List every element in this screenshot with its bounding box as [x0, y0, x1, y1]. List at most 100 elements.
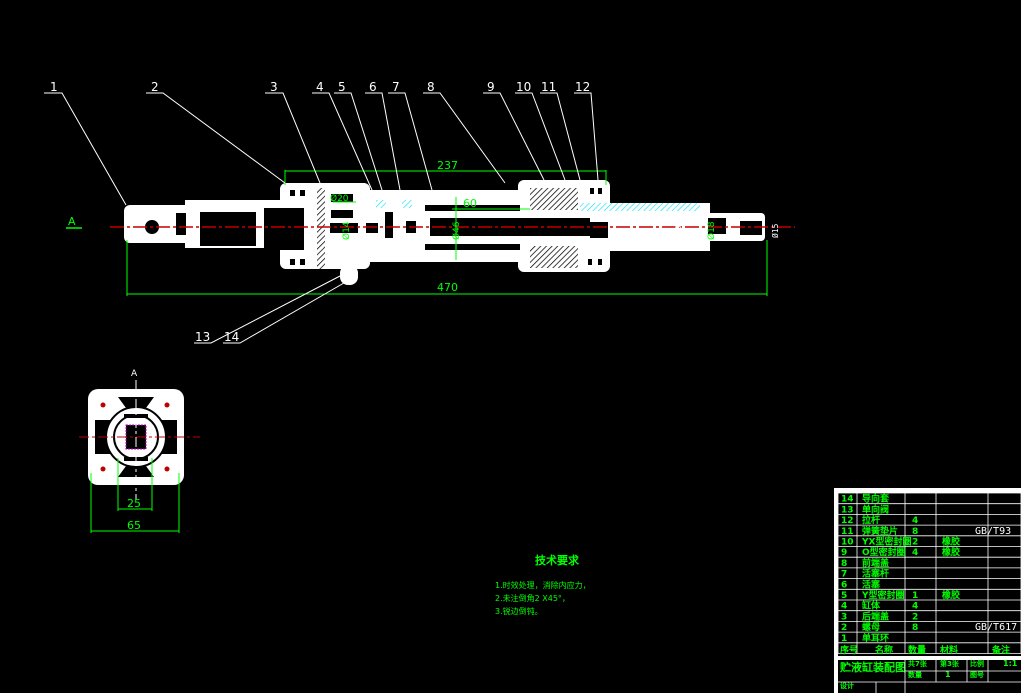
bom-cell-no: 11 — [841, 527, 854, 537]
bom-cell-no: 12 — [841, 516, 854, 526]
tech-req-title: 技术要求 — [535, 553, 580, 567]
bom-cell-qty: 4 — [912, 602, 918, 612]
callout-1: 1 — [50, 80, 58, 94]
bom-cell-material: 橡胶 — [942, 546, 960, 558]
tech-requirements: 技术要求 1.时效处理，消除内应力， 2.未注倒角2 X45°， 3.锐边倒钝。 — [495, 553, 591, 616]
bom-cell-no: 2 — [841, 623, 847, 633]
title-block-drawing-name: 贮液缸装配图 — [839, 660, 906, 674]
bom-header-qty: 数量 — [908, 644, 926, 656]
callout-9: 9 — [487, 80, 495, 94]
bom-cell-no: 14 — [841, 495, 854, 505]
section-label: A — [68, 215, 76, 228]
title-block-designer-label: 设计 — [840, 681, 854, 690]
tech-req-item-2: 2.未注倒角2 X45°， — [495, 593, 570, 603]
dim-side-65: 65 — [127, 519, 141, 532]
title-block-scale-value: 1:1 — [1003, 659, 1018, 668]
tech-req-item-1: 1.时效处理，消除内应力， — [495, 580, 591, 590]
bom-cell-qty: 2 — [912, 612, 918, 622]
bom-cell-no: 1 — [841, 634, 847, 644]
dim-side-25: 25 — [127, 497, 141, 510]
side-view-a: A 25 65 — [79, 369, 200, 533]
bom-row: 9 O型密封圈 4 橡胶 — [841, 546, 960, 558]
bom-cell-name: 单耳环 — [862, 632, 889, 644]
bom-row: 8 前端盖 — [841, 557, 889, 569]
bom-row: 2 螺母 8 GB/T617 — [841, 621, 1017, 633]
bom-header-no: 序号 — [840, 644, 858, 656]
bom-row: 5 Y型密封圈 1 橡胶 — [841, 589, 960, 601]
bom-cell-name: 导向套 — [862, 493, 890, 505]
bom-header-name: 名称 — [875, 644, 893, 656]
bom-cell-name: 拉杆 — [862, 514, 880, 526]
bom-cell-qty: 4 — [912, 548, 918, 558]
title-block-sheet-no: 第3张 — [940, 659, 960, 668]
dimension-lines — [126, 170, 768, 296]
bom-cell-no: 10 — [841, 538, 854, 548]
bom-cell-name: 活塞杆 — [862, 568, 889, 580]
bom-cell-qty: 8 — [912, 527, 918, 537]
bom-cell-no: 6 — [841, 580, 847, 590]
leader-lines — [44, 92, 599, 344]
callout-5: 5 — [338, 80, 346, 94]
bom-cell-material: 橡胶 — [942, 589, 960, 601]
dim-overall-length: 470 — [437, 281, 458, 294]
dim-rod-18: Ø18 — [706, 221, 717, 240]
bom-cell-qty: 2 — [912, 538, 918, 548]
bom-cell-note: GB/T93 — [975, 526, 1011, 537]
bom-cell-name: 前端盖 — [862, 557, 889, 569]
callout-6: 6 — [369, 80, 377, 94]
bom-cell-no: 13 — [841, 505, 854, 515]
bom-cell-qty: 4 — [912, 516, 918, 526]
title-block-qty-label: 数量 — [908, 670, 922, 679]
callout-2: 2 — [151, 80, 159, 94]
bom-header-note: 备注 — [991, 644, 1010, 656]
dim-rod-36: Ø36 — [673, 225, 683, 240]
callout-11: 11 — [541, 80, 556, 94]
callout-3: 3 — [270, 80, 278, 94]
bom-cell-no: 8 — [841, 559, 847, 569]
bom-cell-no: 5 — [841, 591, 847, 601]
section-hatching — [317, 188, 700, 270]
dim-bore-14: Ø14 — [341, 221, 352, 240]
bom-cell-name: 活塞 — [862, 578, 881, 590]
callout-12: 12 — [575, 80, 590, 94]
dim-bore-20: Ø20 — [330, 193, 349, 204]
part-callouts: 1 2 3 4 5 6 7 8 9 10 11 12 13 14 — [50, 80, 590, 344]
dim-bore-46: Ø46 — [451, 221, 462, 240]
callout-7: 7 — [392, 80, 400, 94]
bom-cell-name: 弹簧垫片 — [862, 525, 898, 537]
bom-cell-no: 4 — [841, 602, 847, 612]
title-block-scale-label: 比例 — [970, 659, 984, 668]
callout-8: 8 — [427, 80, 435, 94]
bom-row: 13 单向阀 — [841, 503, 889, 515]
bom-row: 12 拉杆 4 — [841, 514, 918, 526]
dim-end-15: Ø15 — [770, 223, 780, 238]
dim-body-length: 237 — [437, 159, 458, 172]
internal-voids — [145, 188, 762, 265]
bom-cell-name: 单向阀 — [862, 503, 889, 515]
bom-row: 6 活塞 — [841, 578, 881, 590]
tech-req-item-3: 3.锐边倒钝。 — [495, 606, 543, 616]
bom-cell-name: 后端盖 — [862, 610, 889, 622]
bom-cell-qty: 8 — [912, 623, 918, 633]
callout-13: 13 — [195, 330, 210, 344]
bom-cell-name: YX型密封圈 — [861, 536, 911, 548]
title-block-qty-value: 1 — [945, 670, 951, 679]
bom-row: 11 弹簧垫片 8 GB/T93 — [841, 525, 1011, 537]
bom-row: 14 导向套 — [841, 493, 890, 505]
callout-14: 14 — [224, 330, 239, 344]
bom-cell-name: O型密封圈 — [862, 546, 906, 558]
bom-cell-name: 螺母 — [862, 621, 880, 633]
bom-cell-no: 3 — [841, 612, 847, 622]
bom-cell-qty: 1 — [912, 591, 918, 601]
bom-cell-no: 9 — [841, 548, 847, 558]
bom-cell-note: GB/T617 — [975, 622, 1017, 633]
bom-cell-material: 橡胶 — [942, 536, 960, 548]
callout-10: 10 — [516, 80, 531, 94]
bom-cell-name: Y型密封圈 — [861, 589, 905, 601]
main-view: A 470 237 60 Ø20 Ø14 Ø46 Ø36 Ø18 Ø15 — [44, 80, 795, 344]
callout-4: 4 — [316, 80, 324, 94]
